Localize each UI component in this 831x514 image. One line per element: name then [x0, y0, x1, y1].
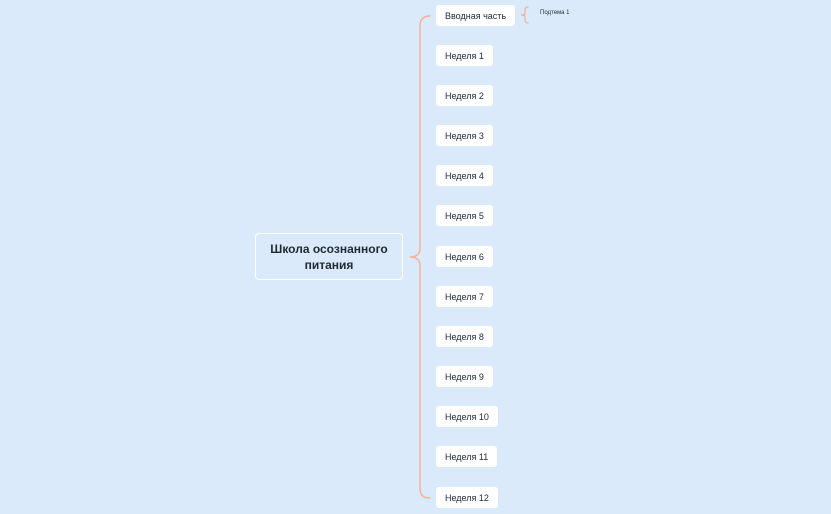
subtopic-label: Подтема 1 [540, 10, 570, 16]
root-topic-label: Школа осознанного питания [270, 241, 388, 272]
topic-label: Неделя 11 [445, 451, 489, 462]
topic-week-4[interactable]: Неделя 4 [436, 165, 493, 186]
topic-label: Неделя 7 [445, 291, 484, 302]
topic-week-7[interactable]: Неделя 7 [436, 286, 493, 307]
topic-label: Неделя 3 [445, 130, 484, 141]
topic-week-11[interactable]: Неделя 11 [436, 446, 498, 467]
topic-label: Неделя 4 [445, 170, 484, 181]
root-topic[interactable]: Школа осознанного питания [255, 233, 403, 280]
topic-week-2[interactable]: Неделя 2 [436, 85, 493, 106]
topic-label: Неделя 2 [445, 90, 484, 101]
main-brace [409, 15, 431, 499]
topic-week-6[interactable]: Неделя 6 [436, 246, 493, 267]
topic-week-10[interactable]: Неделя 10 [436, 406, 498, 427]
topic-label: Неделя 8 [445, 331, 484, 342]
topic-week-5[interactable]: Неделя 5 [436, 205, 493, 226]
topic-label: Вводная часть [445, 10, 507, 21]
topic-label: Неделя 1 [445, 50, 484, 61]
topic-week-3[interactable]: Неделя 3 [436, 125, 493, 146]
subtopic-1[interactable]: Подтема 1 [540, 10, 570, 16]
topic-label: Неделя 10 [445, 411, 489, 422]
topic-label: Неделя 12 [445, 492, 489, 503]
topic-label: Неделя 9 [445, 371, 484, 382]
topic-week-9[interactable]: Неделя 9 [436, 366, 493, 387]
topic-week-12[interactable]: Неделя 12 [436, 487, 498, 508]
topic-label: Неделя 6 [445, 251, 484, 262]
topic-label: Неделя 5 [445, 210, 484, 221]
topic-week-8[interactable]: Неделя 8 [436, 326, 493, 347]
subtopic-brace [520, 6, 529, 24]
topic-intro[interactable]: Вводная часть [436, 5, 516, 26]
topic-week-1[interactable]: Неделя 1 [436, 45, 493, 66]
